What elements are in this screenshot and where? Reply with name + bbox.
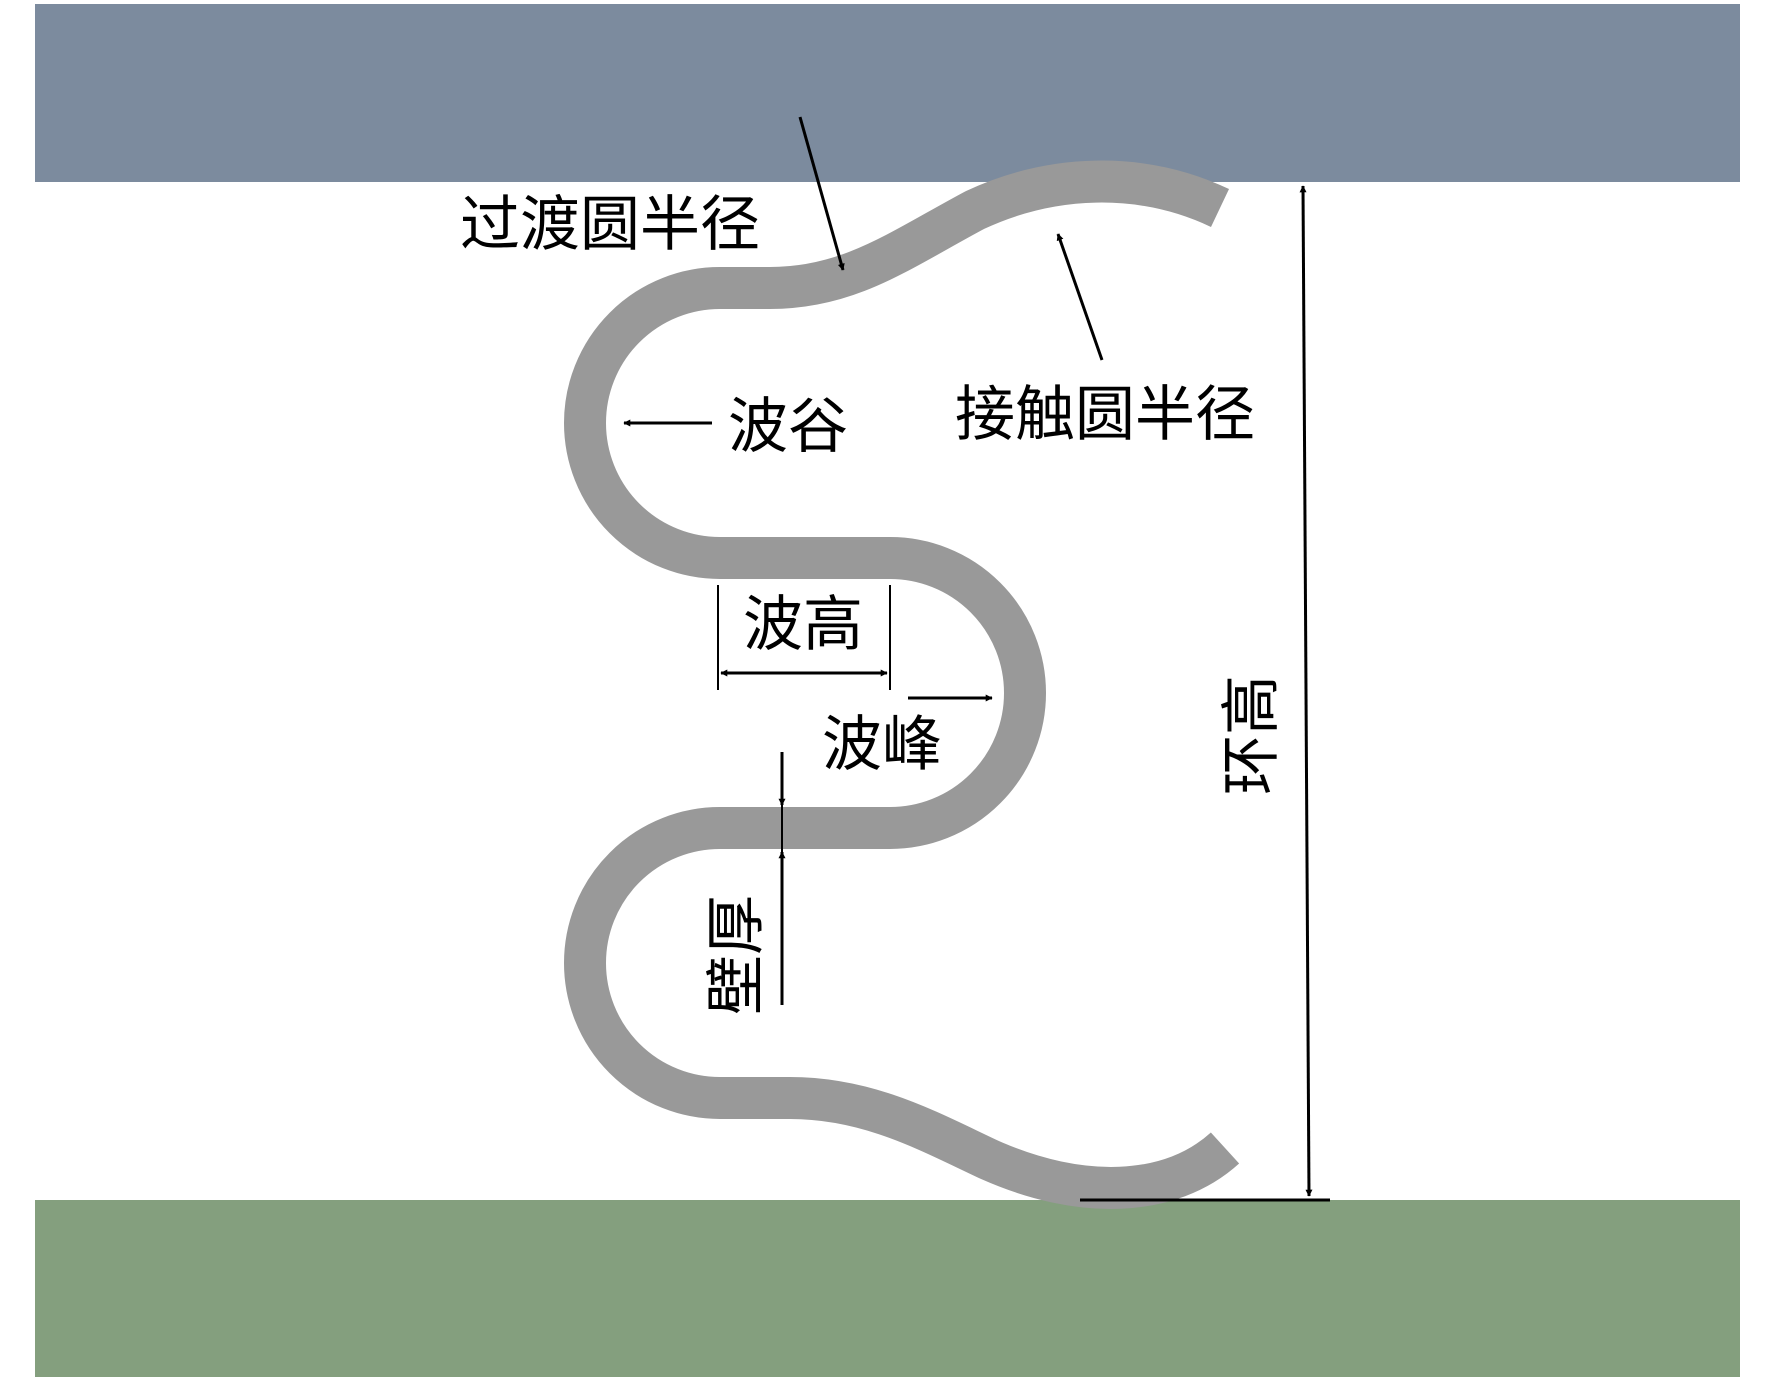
top-plate — [35, 4, 1740, 182]
wave-height-label: 波高 — [743, 590, 863, 660]
transition-radius-arrow — [798, 116, 845, 271]
seal-ring-profile — [564, 160, 1240, 1209]
trough-label: 波谷 — [728, 392, 848, 462]
transition-radius-label: 过渡圆半径 — [460, 190, 760, 260]
contact-radius-arrow — [1056, 233, 1104, 361]
ring-height-label: 环高 — [1217, 675, 1287, 795]
wall-thickness-label: 壁厚 — [702, 895, 772, 1015]
bottom-plate — [35, 1200, 1740, 1377]
ring-height-dimension — [1299, 185, 1313, 1197]
crest-label: 波峰 — [822, 710, 942, 780]
contact-radius-label: 接触圆半径 — [955, 380, 1255, 450]
